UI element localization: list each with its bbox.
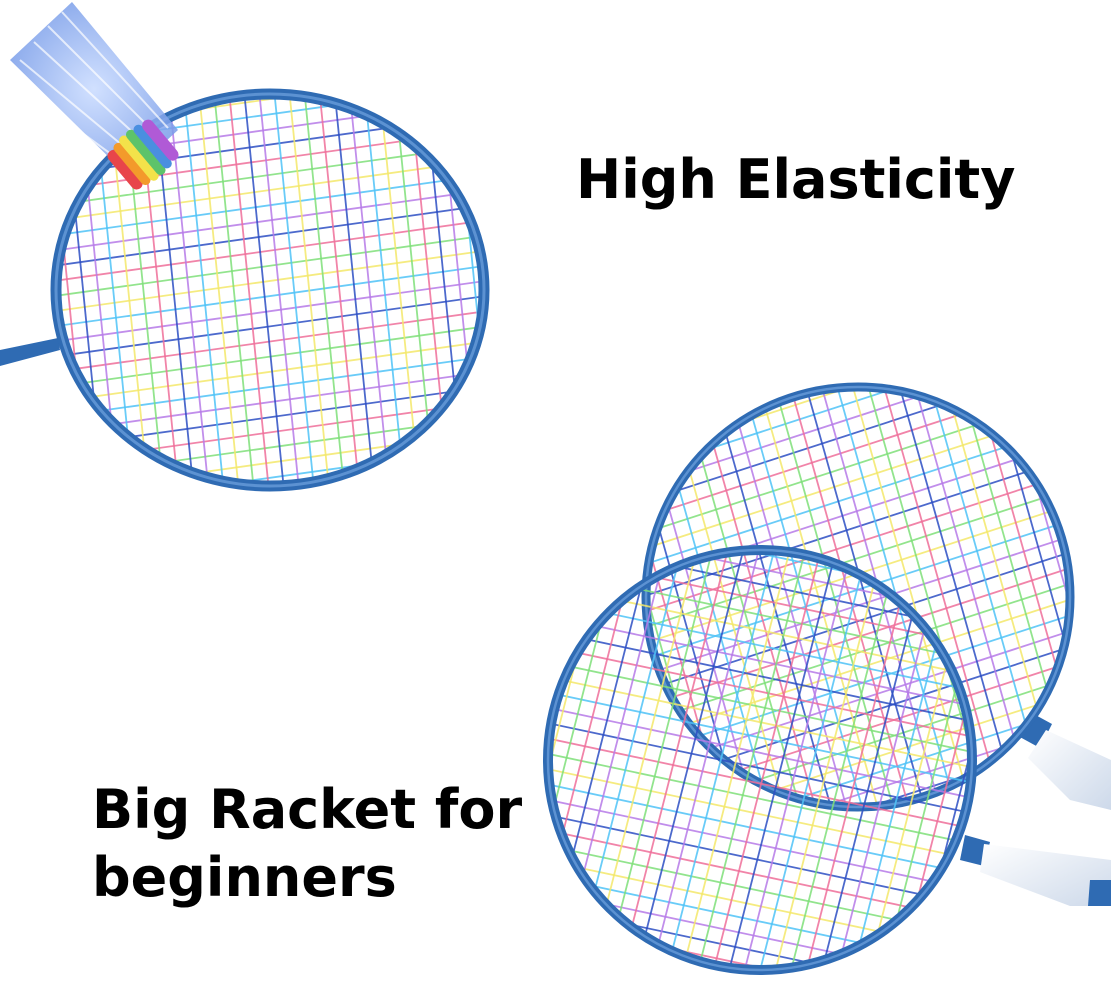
racket-string <box>858 387 987 803</box>
racket-string <box>56 217 484 285</box>
racket-string <box>548 748 972 847</box>
caption-high-elasticity: High Elasticity <box>576 148 1016 211</box>
racket-handle <box>960 835 1111 906</box>
racket-string <box>329 94 378 486</box>
racket-string <box>665 550 782 970</box>
racket-string <box>699 399 828 807</box>
racket-string <box>56 366 484 434</box>
racket-string <box>56 307 484 374</box>
racket-string <box>723 550 840 970</box>
racket-string <box>548 806 967 905</box>
caption-line-2: beginners <box>92 845 397 909</box>
racket-string <box>559 586 972 685</box>
racket-string <box>646 517 1070 663</box>
racket-string <box>269 94 319 486</box>
racket-string <box>344 94 393 486</box>
racket-handle <box>1018 712 1111 810</box>
racket-string <box>621 550 738 965</box>
racket-string <box>650 550 767 970</box>
racket-string <box>810 562 927 970</box>
racket-string <box>56 292 484 360</box>
racket-string <box>548 550 622 935</box>
racket-handle <box>0 338 60 366</box>
racket-string <box>795 558 913 970</box>
racket-string <box>737 550 854 970</box>
racket-string <box>887 387 1016 795</box>
racket-string <box>577 550 695 954</box>
racket-back <box>641 382 1111 812</box>
racket-string <box>418 94 468 486</box>
racket-string <box>224 94 274 486</box>
racket-string <box>694 550 811 970</box>
racket-string <box>56 203 484 270</box>
racket-string <box>766 551 884 970</box>
racket-string <box>646 432 1049 578</box>
racket-string <box>801 387 929 807</box>
racket-string <box>646 474 1063 621</box>
racket-string <box>548 660 972 759</box>
caption-line-1: Big Racket for <box>92 778 523 841</box>
racket-string <box>902 387 1030 791</box>
racket-string <box>897 584 972 970</box>
racket-string <box>359 94 408 486</box>
racket-string <box>314 94 363 486</box>
racket-string <box>56 277 484 345</box>
racket-string <box>254 94 304 486</box>
racket-string <box>829 387 958 807</box>
racket-string <box>548 674 972 773</box>
racket-string <box>844 387 972 807</box>
racket-string <box>752 550 869 970</box>
racket-string <box>646 417 1045 564</box>
racket-string <box>165 94 214 486</box>
racket-string <box>873 387 1001 799</box>
racket-string <box>548 704 972 803</box>
racket-string <box>548 836 961 935</box>
caption-big-racket: Big Racket for beginners <box>92 776 522 911</box>
racket-string <box>824 566 942 970</box>
shuttlecock-icon <box>9 2 179 190</box>
racket-string <box>728 391 857 807</box>
racket-string <box>708 550 825 970</box>
racket-string <box>56 173 484 241</box>
racket-string <box>592 550 709 958</box>
racket-string <box>548 821 964 920</box>
racket-string <box>646 403 1040 549</box>
racket-string <box>743 387 871 807</box>
racket-strings <box>548 550 972 970</box>
racket-string <box>781 555 898 970</box>
racket-string <box>556 601 972 700</box>
racket-string <box>548 733 972 832</box>
racket-string <box>56 158 484 226</box>
racket-string <box>195 94 244 486</box>
racket-string <box>648 560 1070 706</box>
racket-string <box>679 550 796 970</box>
racket-string <box>548 689 972 788</box>
racket-string <box>210 94 259 486</box>
racket-string <box>70 485 484 486</box>
racket-string <box>786 387 914 807</box>
racket-string <box>56 188 484 256</box>
racket-string <box>56 143 484 211</box>
racket-string <box>635 550 753 969</box>
racket-string <box>646 503 1070 649</box>
racket-string <box>548 718 972 817</box>
racket-string <box>646 489 1068 635</box>
racket-string <box>180 94 229 486</box>
racket-string <box>284 94 333 486</box>
racket-string <box>299 94 348 486</box>
racket-string <box>606 550 724 961</box>
racket-string <box>239 94 289 486</box>
racket-string <box>916 387 1044 787</box>
